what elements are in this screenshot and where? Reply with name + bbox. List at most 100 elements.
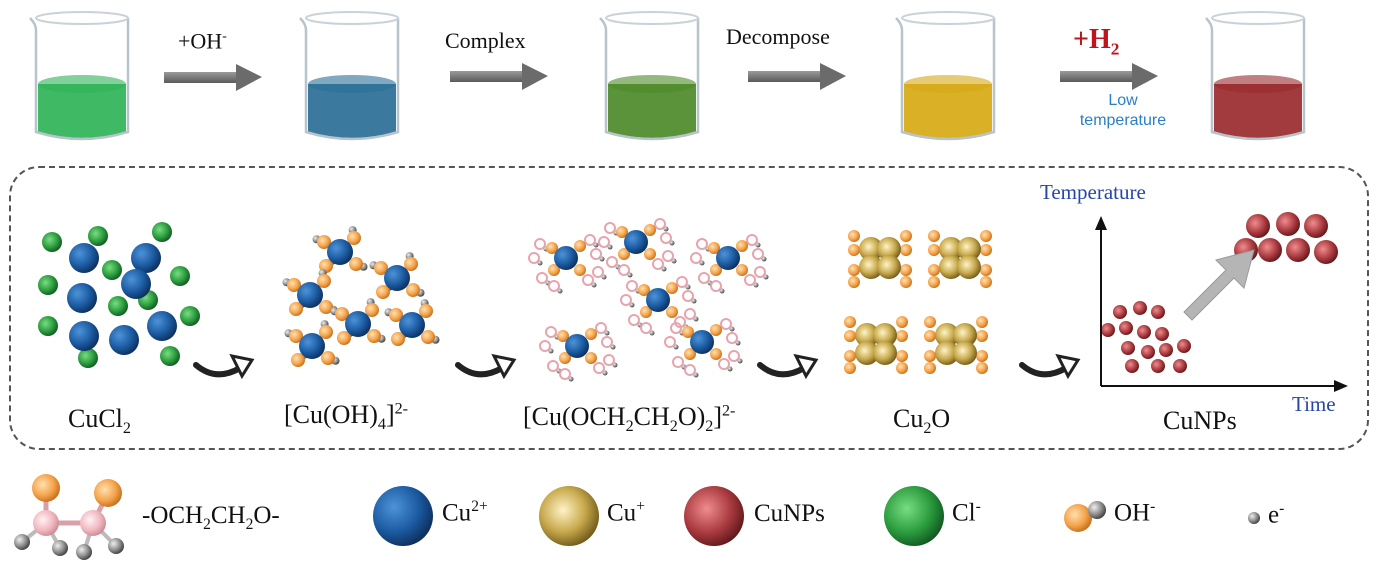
arrow-step-3 bbox=[748, 63, 846, 90]
beaker-rim bbox=[901, 11, 995, 25]
cunp-small bbox=[1137, 325, 1151, 339]
carbon-atom bbox=[690, 252, 702, 264]
legend-cu2-label: Cu2+ bbox=[442, 498, 488, 527]
cu1-ion bbox=[859, 255, 883, 279]
o-atom bbox=[844, 330, 856, 342]
carbon-atom bbox=[718, 358, 730, 370]
h-atom bbox=[693, 372, 699, 378]
temperature-time-axes bbox=[1095, 216, 1348, 392]
beaker-glass bbox=[1205, 17, 1306, 141]
beaker-glass bbox=[895, 17, 996, 141]
liquid-surface bbox=[38, 75, 126, 93]
arrow-step-4 bbox=[1060, 63, 1158, 90]
cu2-ion bbox=[716, 246, 740, 270]
carbon-atom bbox=[672, 356, 684, 368]
o-atom bbox=[928, 264, 940, 276]
cu2o-cluster bbox=[848, 230, 912, 288]
h-atom bbox=[610, 344, 616, 350]
oh-group bbox=[376, 285, 390, 299]
liquid-surface bbox=[608, 75, 696, 93]
ligand-legend-icon bbox=[14, 474, 124, 560]
cunp-large bbox=[1246, 214, 1270, 238]
cunp-small bbox=[1141, 345, 1155, 359]
legend-electron-label: e- bbox=[1268, 500, 1285, 529]
beaker-yellow bbox=[895, 11, 996, 141]
beaker-rim bbox=[1211, 11, 1305, 25]
mechanism-illustration bbox=[38, 212, 1348, 392]
cu1-ion bbox=[953, 323, 977, 347]
cucl2-particles bbox=[38, 222, 200, 368]
cu-glycolate-complex bbox=[598, 218, 677, 278]
beaker-liquid bbox=[38, 84, 126, 138]
o-atom bbox=[928, 244, 940, 256]
h-atom bbox=[612, 362, 618, 368]
carbon-atom bbox=[598, 236, 610, 248]
h-atom bbox=[607, 244, 613, 250]
o-atom bbox=[848, 264, 860, 276]
carbon-atom bbox=[698, 272, 710, 284]
cu2o-clusters bbox=[844, 230, 992, 374]
cu2-ion bbox=[624, 230, 648, 254]
h-atom bbox=[663, 226, 669, 232]
beaker-green bbox=[29, 11, 130, 141]
cu-glycolate-complexes bbox=[528, 218, 769, 382]
arrow-step-1 bbox=[164, 64, 262, 91]
o-atom bbox=[618, 248, 630, 260]
beaker-glass bbox=[599, 17, 700, 141]
carbon-atom bbox=[684, 308, 696, 320]
o-atom bbox=[928, 230, 940, 242]
oh-legend-icon bbox=[1064, 501, 1106, 532]
x-axis-label: Time bbox=[1292, 392, 1336, 416]
cu2o-cluster bbox=[844, 316, 908, 374]
o-atom bbox=[924, 350, 936, 362]
carbon-atom bbox=[670, 322, 682, 334]
h-atom bbox=[719, 288, 725, 294]
beaker-rim bbox=[605, 11, 699, 25]
legend-graphics bbox=[14, 474, 1260, 560]
h-atom bbox=[661, 266, 667, 272]
h-atom bbox=[548, 348, 554, 354]
o-atom bbox=[980, 244, 992, 256]
growth-arrow bbox=[1183, 249, 1255, 321]
h-atom bbox=[763, 274, 769, 280]
h-atom bbox=[693, 316, 699, 322]
carbon-atom bbox=[548, 280, 560, 292]
oh-group bbox=[319, 300, 333, 314]
carbon-atom bbox=[660, 232, 672, 244]
cu-glycolate-complex bbox=[528, 234, 607, 294]
cunp-small bbox=[1101, 323, 1115, 337]
cu1-ion bbox=[939, 255, 963, 279]
cl-ion bbox=[160, 346, 180, 366]
h-atom bbox=[557, 288, 563, 294]
o-atom bbox=[896, 350, 908, 362]
carbon-atom bbox=[696, 238, 708, 250]
o-atom bbox=[710, 348, 722, 360]
oh-group bbox=[421, 330, 435, 344]
cu1-ion bbox=[855, 341, 879, 365]
o-atom bbox=[980, 230, 992, 242]
h-atom bbox=[671, 258, 677, 264]
o-atom bbox=[574, 240, 586, 252]
h-atom bbox=[568, 376, 574, 382]
condition-line-1: Low bbox=[1108, 92, 1138, 109]
o-atom bbox=[844, 316, 856, 328]
oh-group bbox=[374, 261, 388, 275]
stage-label-cunps: CuNPs bbox=[1163, 406, 1237, 435]
cu1-ion bbox=[935, 323, 959, 347]
cl-ion bbox=[38, 275, 58, 295]
stage-label-cu2o: Cu2O bbox=[893, 404, 951, 438]
cu2-ion bbox=[121, 269, 151, 299]
cu1-ion bbox=[957, 255, 981, 279]
cu2o-cluster bbox=[928, 230, 992, 288]
stage-arrow bbox=[193, 353, 255, 380]
oh-group bbox=[289, 302, 303, 316]
cu1-ion bbox=[877, 255, 901, 279]
oh-group bbox=[389, 308, 403, 322]
cu1-ion bbox=[859, 237, 883, 261]
carbon-atom bbox=[618, 264, 630, 276]
cu1-ion bbox=[873, 323, 897, 347]
cu-hydroxide-complex bbox=[312, 226, 368, 273]
h-atom bbox=[735, 340, 741, 346]
cl-ion bbox=[108, 296, 128, 316]
o-atom bbox=[644, 248, 656, 260]
